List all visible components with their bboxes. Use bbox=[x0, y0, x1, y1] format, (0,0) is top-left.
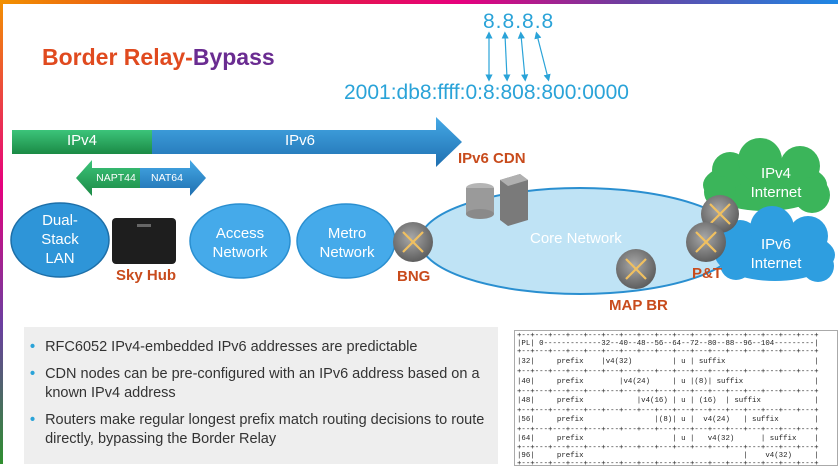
map-br-router-icon bbox=[616, 249, 656, 289]
napt44-arrow bbox=[76, 160, 140, 196]
table-row: +--+---+---+---+---+---+---+---+---+---+… bbox=[517, 444, 819, 452]
cdn-server-icon bbox=[466, 174, 528, 226]
nat64-label: NAT64 bbox=[151, 172, 183, 184]
rfc6052-address-format-table: +--+---+---+---+---+---+---+---+---+---+… bbox=[514, 330, 838, 466]
bullets-panel bbox=[24, 327, 498, 464]
table-row: |64| prefix | u | v4(32) | suffix | bbox=[517, 435, 819, 443]
ipv4-address: 8.8.8.8 bbox=[483, 10, 555, 33]
bullet-item: •CDN nodes can be pre-configured with an… bbox=[30, 366, 480, 401]
access-network-node bbox=[189, 203, 291, 279]
dual-stack-lan-node bbox=[10, 202, 110, 278]
table-row: |32| prefix |v4(32) | u | suffix | bbox=[517, 358, 819, 366]
core-network-label: Core Network bbox=[530, 230, 622, 247]
map-br-label: MAP BR bbox=[609, 297, 668, 314]
bng-router-icon bbox=[393, 222, 433, 262]
pt-router-lower-icon bbox=[686, 222, 726, 262]
table-row: +--+---+---+---+---+---+---+---+---+---+… bbox=[517, 368, 819, 376]
ipv6-arrow-label: IPv6 bbox=[284, 132, 315, 149]
table-row: |PL| 0-------------32--40--48--56--64--7… bbox=[517, 340, 819, 348]
slide-title: Border Relay-Bypass bbox=[42, 44, 275, 70]
pt-label: P&T bbox=[692, 265, 722, 282]
table-row: +--+---+---+---+---+---+---+---+---+---+… bbox=[517, 460, 819, 466]
address-mapping-arrows bbox=[485, 31, 551, 82]
table-row: |96| prefix | v4(32) | bbox=[517, 452, 819, 460]
top-color-stripe bbox=[0, 0, 838, 4]
table-row: +--+---+---+---+---+---+---+---+---+---+… bbox=[517, 426, 819, 434]
ipv4-bar-label: IPv4 bbox=[66, 132, 97, 149]
ipv6-cdn-label: IPv6 CDN bbox=[458, 150, 526, 167]
sky-hub-led bbox=[137, 224, 151, 227]
table-row: |56| prefix |(8)| u | v4(24) | suffix | bbox=[517, 416, 819, 424]
bng-label: BNG bbox=[397, 268, 431, 285]
bullet-item: •Routers make regular longest prefix mat… bbox=[30, 412, 485, 447]
sky-hub-label: Sky Hub bbox=[116, 267, 177, 284]
bullet-item: •RFC6052 IPv4-embedded IPv6 addresses ar… bbox=[30, 339, 418, 355]
nat64-arrow bbox=[140, 160, 206, 196]
table-row: |48| prefix |v4(16) | u | (16) | suffix … bbox=[517, 397, 819, 405]
ipv6-arrow bbox=[152, 117, 462, 167]
ipv6-address: 2001:db8:ffff:0:8:808:800:0000 bbox=[344, 81, 629, 104]
sky-hub-device bbox=[112, 218, 176, 264]
table-row: +--+---+---+---+---+---+---+---+---+---+… bbox=[517, 407, 819, 415]
left-color-stripe bbox=[0, 0, 3, 464]
napt44-label: NAPT44 bbox=[96, 172, 136, 184]
table-row: +--+---+---+---+---+---+---+---+---+---+… bbox=[517, 348, 819, 356]
table-row: +--+---+---+---+---+---+---+---+---+---+… bbox=[517, 388, 819, 396]
ipv4-bar bbox=[12, 130, 152, 154]
table-row: +--+---+---+---+---+---+---+---+---+---+… bbox=[517, 332, 819, 340]
table-row: |40| prefix |v4(24) | u |(8)| suffix | bbox=[517, 378, 819, 386]
